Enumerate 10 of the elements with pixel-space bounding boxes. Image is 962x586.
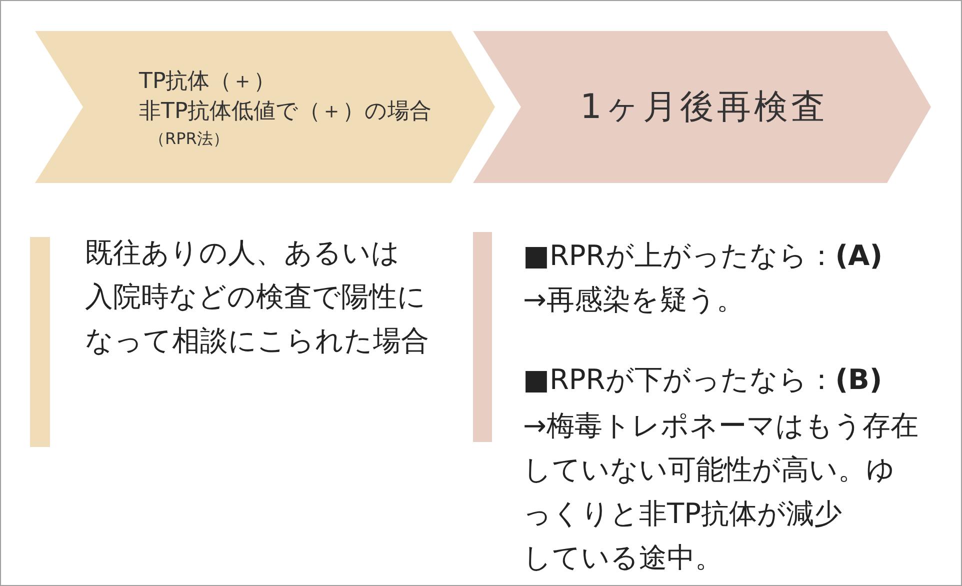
- note-text: →再感染を疑う。: [523, 282, 744, 318]
- chevron-step: [35, 31, 495, 183]
- note-text: 既往ありの人、あるいは入院時などの検査で陽性になって相談にこられた場合: [85, 235, 429, 359]
- chevron-step: [473, 31, 931, 183]
- step-text: TP抗体（＋）非TP抗体低値で（＋）の場合: [139, 68, 432, 126]
- note-text: ■RPRが上がったなら：(A): [523, 238, 883, 274]
- note-text: →梅毒トレポネーマはもう存在していない可能性が高い。ゆっくりと非TP抗体が減少している途中。: [523, 408, 918, 576]
- step-text: 1ヶ月後再検査: [579, 86, 829, 129]
- note-text: ■RPRが下がったなら：(B): [523, 362, 882, 398]
- step-text: （RPR法）: [149, 129, 229, 149]
